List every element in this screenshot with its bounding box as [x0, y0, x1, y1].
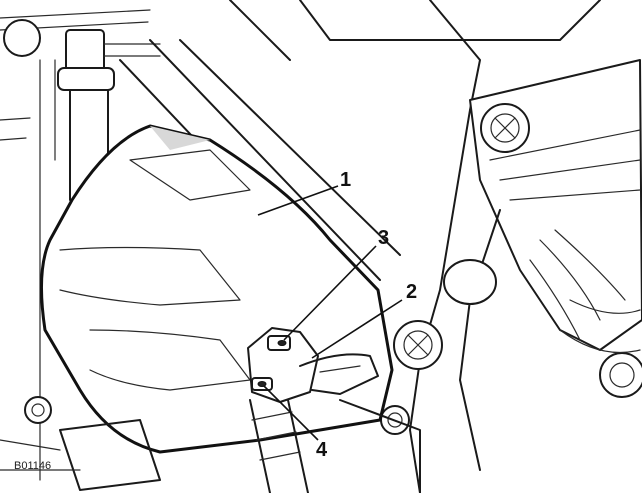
callout-1: 1 [340, 169, 352, 191]
leader-1 [257, 185, 339, 216]
lower-hose [249, 399, 309, 493]
bolt-lower-right [599, 352, 642, 398]
leader-lines [257, 185, 403, 441]
frame-tubes [0, 9, 151, 481]
sensor-assembly [247, 327, 379, 403]
callout-3: 3 [378, 227, 390, 249]
frame-hole [443, 259, 497, 305]
leader-4 [263, 385, 319, 441]
reference-code: B01146 [14, 460, 52, 472]
bolt-middle [393, 320, 443, 370]
callout-2: 2 [406, 281, 418, 303]
wiring-right [529, 229, 641, 353]
bolt-left [24, 396, 52, 424]
round-boss [3, 19, 41, 57]
upper-hose [57, 29, 161, 201]
leader-3 [283, 245, 377, 341]
callout-4: 4 [316, 439, 328, 461]
lower-bracket [0, 399, 421, 493]
bolt-upper-right [480, 103, 530, 153]
leader-2 [311, 299, 403, 359]
